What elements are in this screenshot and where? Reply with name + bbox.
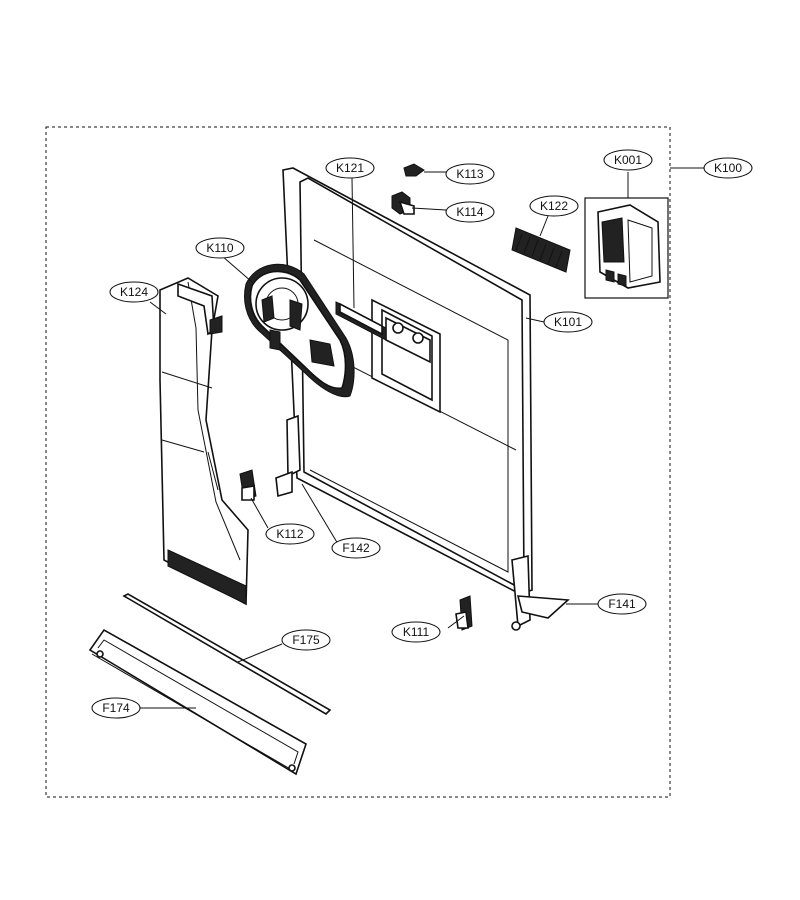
callout-label-k122: K122	[540, 199, 568, 213]
assembly-boundary	[45, 126, 671, 798]
callout-label-k114: K114	[456, 205, 483, 219]
part-k124-side-panel	[159, 277, 249, 606]
callout-f174: F174	[91, 697, 141, 719]
callout-k114: K114	[445, 201, 495, 223]
part-f174-rail	[88, 628, 307, 776]
callout-label-k110: K110	[206, 241, 233, 255]
callout-label-f142: F142	[342, 541, 370, 555]
callout-k110: K110	[195, 237, 245, 259]
leader-lines	[138, 167, 704, 709]
callout-f175: F175	[281, 629, 331, 651]
callout-label-f175: F175	[292, 633, 320, 647]
callout-label-k100: K100	[714, 161, 742, 175]
callout-k101: K101	[543, 311, 593, 333]
callout-k121: K121	[325, 157, 375, 179]
callout-k113: K113	[445, 163, 495, 185]
part-k112-bracket	[239, 469, 257, 501]
part-k121-strip	[335, 301, 387, 341]
callout-label-f174: F174	[102, 701, 130, 715]
callout-k124: K124	[109, 281, 159, 303]
callout-f142: F142	[331, 537, 381, 559]
part-k114-bracket	[391, 191, 415, 215]
part-k122-vent-grille	[511, 227, 571, 273]
callout-label-k001: K001	[614, 153, 642, 167]
part-k001-control-module	[584, 197, 669, 299]
callout-label-k111: K111	[403, 625, 430, 639]
part-k110-dispenser	[244, 263, 355, 398]
part-k113-clip	[403, 163, 425, 177]
part-f175-rod	[122, 593, 332, 716]
callout-k100: K100	[703, 157, 753, 179]
callout-k001: K001	[603, 149, 653, 171]
callout-label-k101: K101	[554, 315, 582, 329]
part-k111-bracket	[455, 595, 473, 631]
callout-label-f141: F141	[608, 597, 636, 611]
callout-k112: K112	[265, 523, 315, 545]
callout-k122: K122	[529, 195, 579, 217]
callout-f141: F141	[597, 593, 647, 615]
callout-k111: K111	[391, 621, 441, 643]
part-k101-door-panel	[275, 167, 570, 631]
callout-label-k112: K112	[276, 527, 303, 541]
callout-label-k113: K113	[456, 167, 483, 181]
callout-label-k124: K124	[120, 285, 148, 299]
callout-label-k121: K121	[336, 161, 364, 175]
